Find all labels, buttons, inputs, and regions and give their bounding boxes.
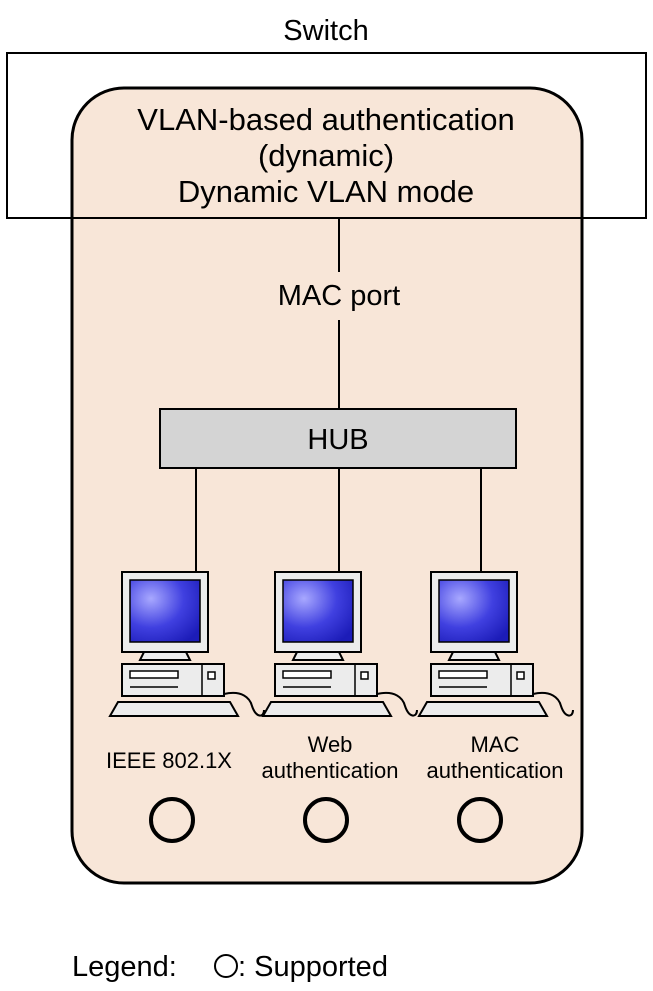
computer-icon (417, 571, 574, 717)
computer-icon (261, 571, 418, 717)
mode-line-1: VLAN-based authentication (137, 102, 514, 137)
supported-circle-3 (457, 797, 503, 843)
supported-circle-1 (149, 797, 195, 843)
legend-circle-icon (214, 954, 238, 978)
switch-label: Switch (283, 15, 368, 47)
switch-box (6, 52, 647, 219)
hub-label: HUB (307, 424, 368, 456)
terminal-3-label-2: authentication (427, 758, 564, 783)
mode-line-2: (dynamic) (258, 138, 394, 173)
computer-icon (108, 571, 265, 717)
legend-prefix: Legend: (72, 951, 177, 983)
legend-text: : Supported (238, 951, 388, 983)
mode-line-3: Dynamic VLAN mode (178, 174, 474, 209)
terminal-3-label-1: MAC (471, 732, 520, 757)
terminal-1-label: IEEE 802.1X (106, 748, 232, 773)
mac-port-label: MAC port (278, 280, 400, 312)
supported-circle-2 (303, 797, 349, 843)
terminal-2-label-2: authentication (262, 758, 399, 783)
hub-box (159, 408, 517, 469)
terminal-2-label-1: Web (308, 732, 353, 757)
